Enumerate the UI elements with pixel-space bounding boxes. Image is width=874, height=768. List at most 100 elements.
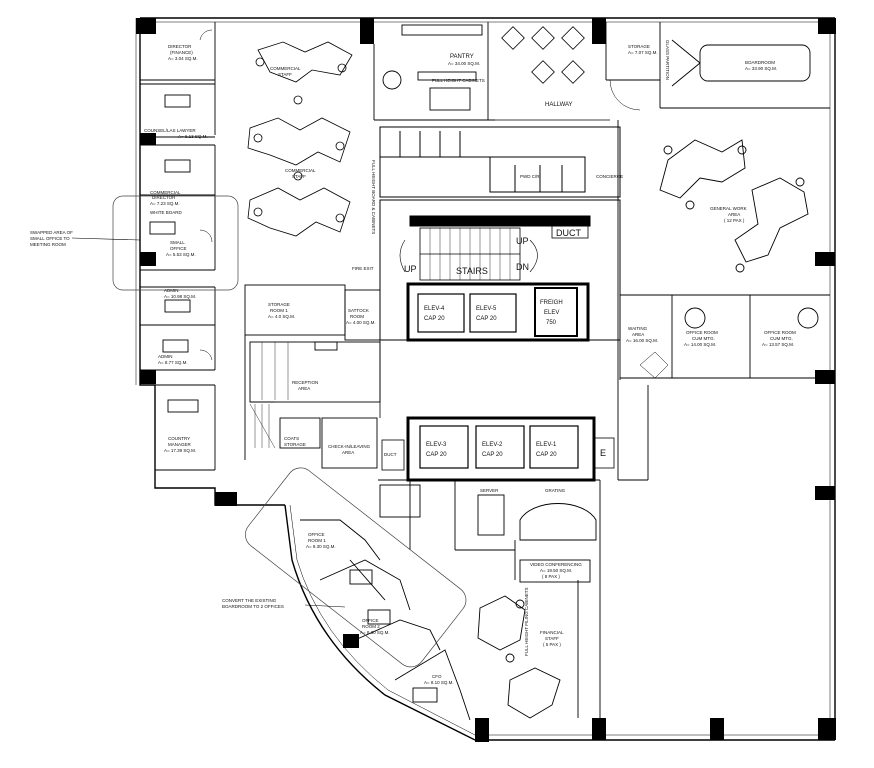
- label-financial-staff-sub: STAFF: [545, 636, 559, 641]
- note-left-2: SMALL OFFICE TO: [30, 236, 70, 241]
- label-elev5: ELEV-5: [476, 306, 497, 312]
- label-admin-bottom: ADMIN: [158, 354, 173, 359]
- label-elev3: ELEV-3: [426, 442, 447, 448]
- pantry-area: [373, 22, 495, 121]
- label-e: E: [600, 448, 606, 458]
- label-cfo-area: A= 8.10 SQ.M.: [424, 680, 454, 685]
- label-elev2: ELEV-2: [482, 442, 503, 448]
- annotation-notes: SWAPPED AREA OF SMALL OFFICE TO MEETING …: [30, 40, 670, 656]
- label-coats: COATS: [284, 436, 299, 441]
- label-boardroom: BOARDROOM: [745, 60, 775, 65]
- label-small-office-area: A= 5.53 SQ.M.: [166, 252, 196, 257]
- reception-zone: [244, 284, 381, 469]
- label-waiting-area: A= 16.00 SQ.M.: [626, 338, 658, 343]
- left-offices: [140, 22, 216, 471]
- label-check-in: CHECK-IN/LEAVING: [328, 444, 371, 449]
- swap-area-frame: [112, 195, 239, 291]
- label-storage-top: STORAGE: [628, 44, 650, 49]
- label-video-conf: VIDEO CONFERENCING: [530, 562, 582, 567]
- note-bottom-2: BOARDROOM TO 2 OFFICES: [222, 604, 284, 609]
- label-up-left: UP: [404, 264, 417, 274]
- label-admin-bottom-area: A= 8.77 SQ.M.: [158, 360, 188, 365]
- label-general-work: GENERAL WORK: [710, 206, 747, 211]
- core-shafts: [379, 120, 621, 482]
- label-office-room-1-area: A= 8.30 SQ.M.: [306, 544, 336, 549]
- label-office-mtg-2: OFFICE ROOM: [764, 330, 796, 335]
- label-general-work-area: AREA: [728, 212, 740, 217]
- note-white-board: WHITE BOARD: [150, 210, 183, 215]
- label-admin-top: ADMIN: [164, 288, 179, 293]
- structural-columns: [136, 18, 836, 742]
- label-elev1-cap: CAP 20: [536, 452, 557, 458]
- label-general-work-pax: ( 12 PAX ): [724, 218, 745, 223]
- note-glass: GLASS PARTITION: [665, 40, 670, 80]
- workstation-clusters-left: [247, 41, 353, 237]
- room-labels: STORAGE A= 7.07 SQ.M. BOARDROOM A= 33.90…: [144, 44, 796, 685]
- note-pantry-cab: FULL HEIGHT CABINETS: [432, 78, 485, 83]
- label-reception: RECEPTION: [292, 380, 318, 385]
- toilets-block: [379, 126, 621, 198]
- label-office-mtg-2-sub: CUM MTG.: [770, 336, 793, 341]
- label-pantry-area: A= 34.00 SQ.M.: [448, 61, 480, 66]
- note-left-3: MEETING ROOM: [30, 242, 66, 247]
- label-country-manager-sub: MANAGER: [168, 442, 192, 447]
- label-pwd-cr: PWD C/R: [520, 174, 540, 179]
- label-freight: FREIGH: [540, 300, 563, 306]
- label-elev4-cap: CAP 20: [424, 316, 445, 322]
- label-office-mtg-1-area: A= 14.00 SQ.M.: [684, 342, 716, 347]
- label-commercial-director-area: A= 7.23 SQ.M.: [150, 201, 180, 206]
- label-elev2-cap: CAP 20: [482, 452, 503, 458]
- note-reception: FULL HEIGHT BOARD & CABINETS: [371, 160, 376, 234]
- label-commercial-mid: COMMERCIAL: [285, 168, 316, 173]
- label-counsel-lawyer: COUNSEL/LAS LAWYER: [144, 128, 196, 133]
- label-concierge: CONCIERGE: [596, 174, 623, 179]
- label-office-room-2-sub: ROOM 2: [362, 624, 380, 629]
- label-financial-staff-pax: ( 5 PAX ): [543, 642, 561, 647]
- label-boardroom-area: A= 33.90 SQ.M.: [745, 66, 777, 71]
- label-commercial-mid-staff: STAFF: [292, 174, 306, 179]
- note-full-height-cab: FULL HEIGHT FILING CABINETS: [524, 587, 529, 656]
- label-sattock: SATTOCK: [348, 308, 369, 313]
- label-director-finance: DIRECTOR: [168, 44, 192, 49]
- label-commercial-top: COMMERCIAL: [270, 66, 301, 71]
- label-storage-room: STORAGE: [268, 302, 290, 307]
- hallway-tables: [488, 26, 610, 121]
- label-waiting: WAITING: [628, 326, 648, 331]
- label-small-office-sub: OFFICE: [170, 246, 187, 251]
- label-cfo: CFO: [432, 674, 442, 679]
- core-labels: DUCT UP UP DN STAIRS ELEV-4 CAP 20 ELEV-…: [384, 228, 606, 458]
- label-office-room-2: OFFICE: [362, 618, 379, 623]
- label-storage-room-sub: ROOM 1: [270, 308, 288, 313]
- label-small-office: SMALL: [170, 240, 185, 245]
- label-video-conf-pax: ( 8 PAX ): [542, 574, 560, 579]
- label-hallway: HALLWAY: [545, 102, 573, 108]
- south-offices: [378, 479, 601, 719]
- label-reception-sub: AREA: [298, 386, 310, 391]
- label-freight-cap: 750: [546, 320, 557, 326]
- label-office-room-2-area: A= 8.30 SQ.M.: [360, 630, 390, 635]
- label-office-room-1-sub: ROOM 1: [308, 538, 326, 543]
- label-financial-staff: FINANCIAL: [540, 630, 564, 635]
- label-director-finance-area: A= 3.04 SQ.M.: [168, 56, 198, 61]
- label-elev3-cap: CAP 20: [426, 452, 447, 458]
- label-freight-line2: ELEV: [544, 310, 559, 316]
- label-duct-top: DUCT: [556, 228, 581, 238]
- label-commercial-director-sub: DIRECTOR: [152, 195, 176, 200]
- label-elev1: ELEV-1: [536, 442, 557, 448]
- label-office-room-1: OFFICE: [308, 532, 325, 537]
- note-left-1: SWAPPED AREA OF: [30, 230, 73, 235]
- label-counsel-lawyer-area: A= 6.13 SQ.M.: [178, 134, 208, 139]
- label-storage-room-area: A= 4.0 SQ.M.: [268, 314, 295, 319]
- label-director-finance-sub: (FINANCE): [170, 50, 193, 55]
- label-server: SERVER: [480, 488, 499, 493]
- label-office-mtg-1: OFFICE ROOM: [686, 330, 718, 335]
- label-commercial-director: COMMERCIAL: [150, 190, 181, 195]
- note-bottom-1: CONVERT THE EXISTING: [222, 598, 277, 603]
- right-wing: [618, 139, 830, 481]
- label-sattock-area: A= 4.00 SQ.M.: [346, 320, 376, 325]
- boardroom: [605, 22, 830, 111]
- label-pantry: PANTRY: [450, 54, 474, 60]
- label-fire-exit: FIRE EXIT: [352, 266, 374, 271]
- convert-area-frame: [245, 467, 467, 668]
